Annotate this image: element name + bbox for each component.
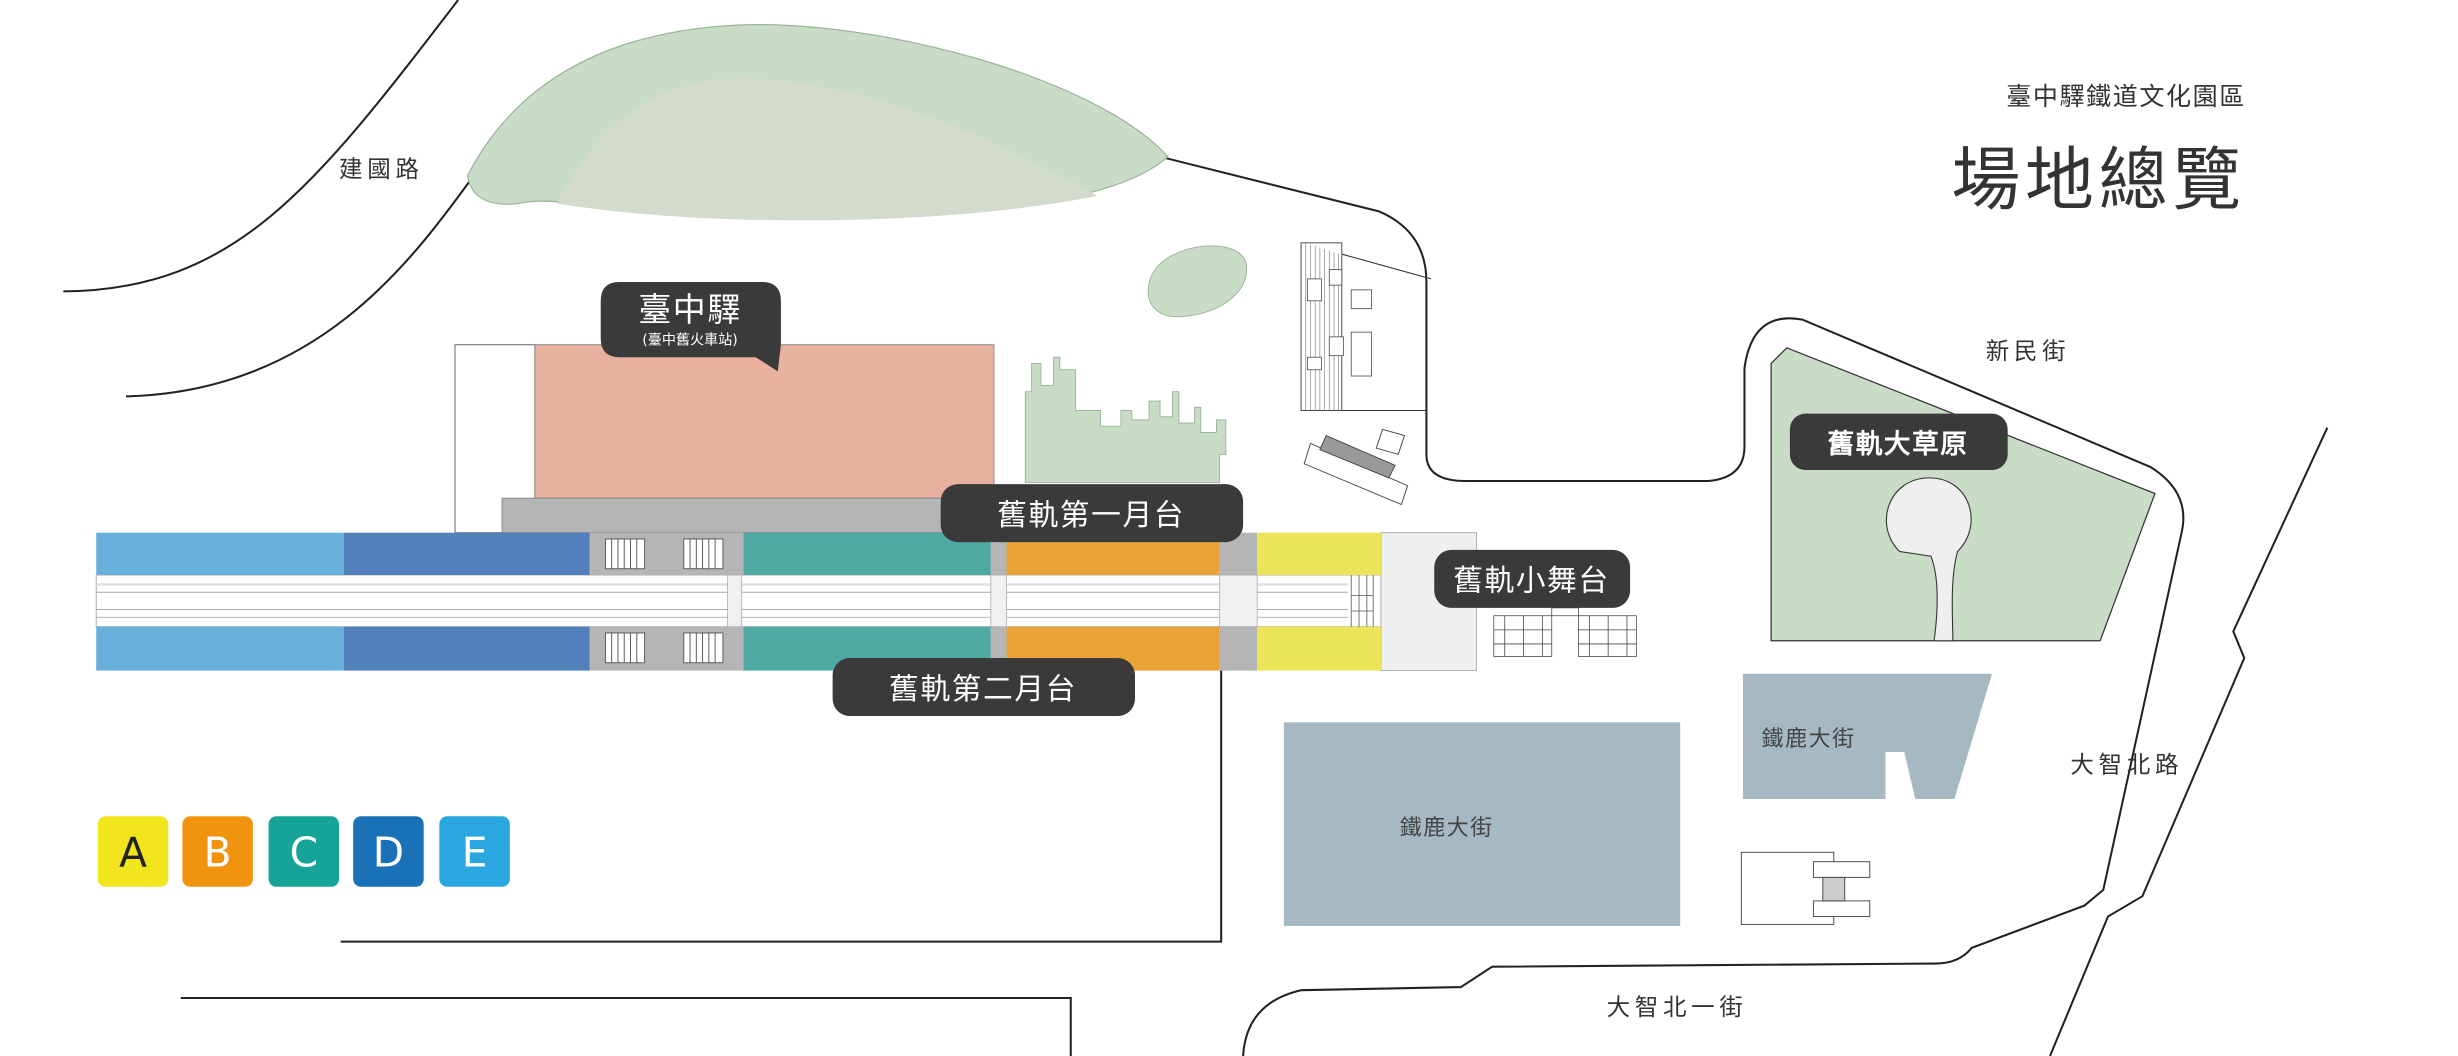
zone-d-platform-2 [343,626,590,671]
platform-2-zones [96,626,1381,671]
station-callout[interactable]: 臺中驛 (臺中舊火車站) [600,282,781,372]
station-building [534,344,995,499]
green-blob [1147,245,1248,318]
tilted-stairs [1303,428,1409,506]
stair-icons [604,538,724,664]
platforms [95,532,1478,672]
grassland-label: 舊軌大草原 [1828,429,1969,460]
platform-2-label: 舊軌第二月台 [889,672,1077,707]
road-south-1 [340,670,1223,943]
road-jianguo-outer [63,0,459,293]
hill-inner [556,78,1098,221]
svg-text:A: A [119,828,147,876]
street-xinmin: 新民街 [1986,337,2071,365]
zone-d-platform-1 [343,532,590,576]
legend-item-d[interactable]: D [353,816,424,887]
small-building [1740,851,1871,925]
tielu-street-block-small [1742,673,1993,800]
platform-2-callout[interactable]: 舊軌第二月台 [832,658,1135,717]
small-stage-label: 舊軌小舞台 [1453,564,1610,599]
svg-text:D: D [373,828,404,876]
tielu-street-label-small: 鐵鹿大街 [1762,727,1856,752]
svg-text:C: C [290,828,318,876]
striped-building [1300,242,1432,412]
platform-1-label: 舊軌第一月台 [997,498,1185,533]
svg-text:E: E [462,828,488,876]
legend-item-e[interactable]: E [439,816,510,887]
grassland-callout[interactable]: 舊軌大草原 [1789,413,2008,471]
legend-item-b[interactable]: B [182,816,253,887]
legend-item-a[interactable]: A [97,816,169,887]
road-south-2 [180,997,1072,1056]
station-subname: (臺中舊火車站) [642,332,738,349]
platform-1-callout[interactable]: 舊軌第一月台 [940,484,1244,543]
station-name: 臺中驛 [638,290,741,329]
zone-a-platform-1 [1257,532,1381,576]
legend-item-c[interactable]: C [268,816,340,887]
road-xinmin [1159,155,2185,1056]
street-jianguo: 建國路 [339,155,424,183]
page-title: 場地總覽 [1951,141,2246,221]
tree-cluster [1024,356,1227,484]
station-forecourt [501,497,957,534]
road-jianguo-inner [125,174,475,398]
zone-e-platform-2 [96,626,344,671]
zone-legend: A B C D E [97,816,510,887]
small-stage-callout[interactable]: 舊軌小舞台 [1434,549,1631,608]
street-dazhi-north: 大智北路 [2070,750,2183,778]
tielu-street-label-large: 鐵鹿大街 [1400,816,1494,841]
grassland-park [1770,347,2156,642]
zone-e-platform-1 [96,532,344,576]
road-dazhi-north [2049,427,2329,1056]
svg-text:B: B [204,828,232,876]
page-subtitle: 臺中驛鐵道文化園區 [2006,82,2246,111]
tielu-street-block-large [1283,722,1681,926]
zone-a-platform-2 [1257,626,1381,671]
stage-structures [1493,607,1637,657]
street-dazhi-north-1: 大智北一街 [1607,993,1748,1021]
